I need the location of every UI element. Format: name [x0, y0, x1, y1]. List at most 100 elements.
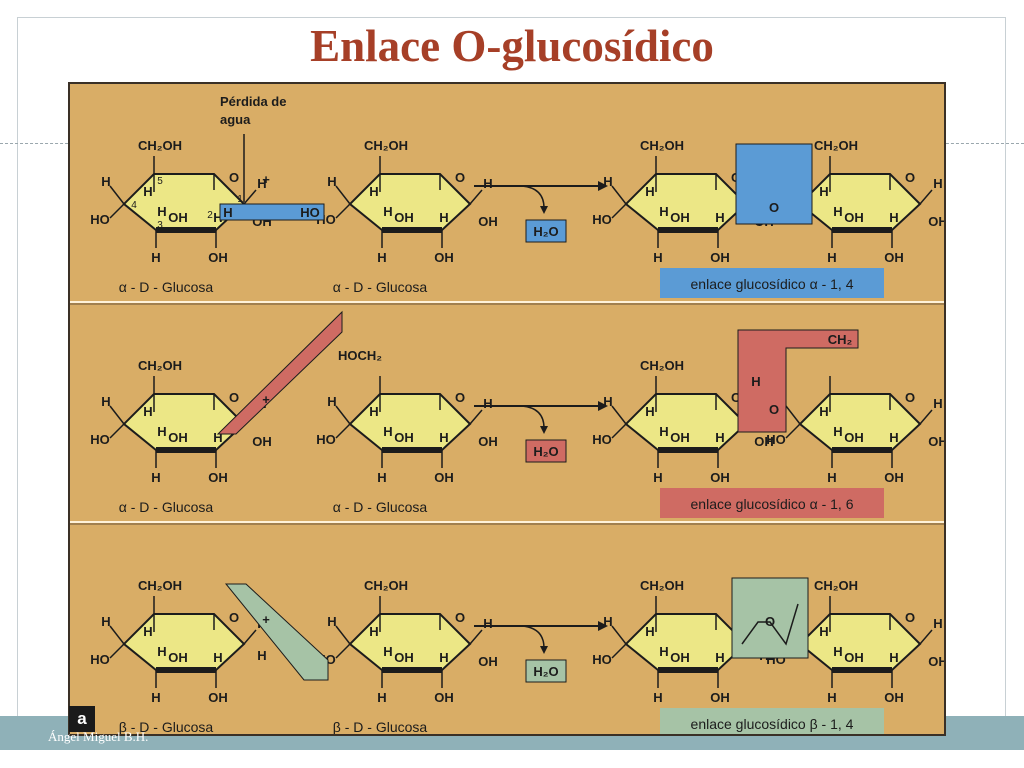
atom-label: H	[603, 394, 612, 409]
atom-label: OH	[884, 250, 904, 265]
atom-label: H	[653, 470, 662, 485]
atom-label: H	[223, 205, 232, 220]
water-curved-arrow	[521, 625, 545, 649]
reaction-arrow-head	[598, 621, 608, 631]
water-loss-highlight	[216, 310, 343, 435]
atom-label: H	[151, 690, 160, 705]
atom-label: H	[645, 404, 654, 419]
carbon-number: 3	[157, 220, 163, 231]
bridge-oxygen-label: O	[765, 614, 775, 629]
water-box	[525, 439, 567, 463]
water-arrow-head	[540, 206, 548, 214]
atom-label: H	[819, 404, 828, 419]
bond-line	[335, 643, 351, 659]
atom-label: H	[327, 614, 336, 629]
atom-label: OH	[478, 214, 498, 229]
atom-label: OH	[710, 690, 730, 705]
carbon-number: 5	[157, 176, 163, 187]
hoch2-label: HOCH₂	[338, 348, 382, 363]
atom-label: H	[833, 204, 842, 219]
atom-label: OH	[478, 654, 498, 669]
bond-label-box	[660, 488, 884, 518]
atom-label: OH	[928, 214, 944, 229]
atom-label: H	[889, 430, 898, 445]
water-arrow-head	[540, 646, 548, 654]
bond-line	[919, 629, 933, 645]
water-loss-highlight	[219, 203, 325, 221]
water-label: H₂O	[533, 664, 558, 679]
water-loss-highlight	[224, 583, 329, 681]
atom-label: H	[833, 424, 842, 439]
bond-label: enlace glucosídico β - 1, 4	[691, 716, 854, 732]
glycosidic-bond-box	[731, 577, 809, 659]
water-box	[525, 219, 567, 243]
ch2oh-label: CH₂OH	[640, 578, 684, 593]
atom-label: H	[933, 176, 942, 191]
water-curved-arrow	[521, 185, 545, 209]
atom-label: H	[889, 650, 898, 665]
atom-label: H	[257, 176, 266, 191]
bond-label-box	[660, 268, 884, 298]
bond-label-box	[660, 708, 884, 738]
atom-label: H	[327, 174, 336, 189]
bond-line	[243, 629, 257, 645]
atom-label: OH	[710, 250, 730, 265]
frame-right-line	[1005, 17, 1006, 737]
atom-label: HO	[766, 432, 786, 447]
bond-line	[335, 625, 351, 645]
atom-label: H	[257, 648, 266, 663]
bridge-oxygen-label: O	[769, 402, 779, 417]
atom-label: H	[603, 614, 612, 629]
bond-line	[335, 405, 351, 425]
atom-label: OH	[928, 434, 944, 449]
atom-label: OH	[884, 470, 904, 485]
atom-label: H	[653, 250, 662, 265]
plus-sign: +	[262, 612, 270, 627]
atom-label: H	[645, 184, 654, 199]
bond-line	[109, 203, 125, 219]
atom-label: H	[715, 430, 724, 445]
atom-label: H	[151, 470, 160, 485]
bond-line	[335, 423, 351, 439]
atom-label: H	[659, 424, 668, 439]
atom-label: OH	[884, 690, 904, 705]
bridge-oxygen-label: O	[769, 200, 779, 215]
atom-label: OH	[394, 210, 414, 225]
atom-label: H	[483, 616, 492, 631]
reaction-arrow-head	[598, 401, 608, 411]
atom-label: H	[827, 250, 836, 265]
atom-label: HO	[90, 432, 110, 447]
atom-label: H	[483, 176, 492, 191]
reaction-arrow-head	[598, 181, 608, 191]
atom-label: OH	[754, 434, 774, 449]
bond-line	[785, 423, 801, 439]
atom-label: HO	[592, 432, 612, 447]
ch2oh-label: CH₂OH	[364, 138, 408, 153]
atom-label: H	[645, 624, 654, 639]
frame-top-line	[17, 17, 1006, 18]
ring-oxygen-label: O	[905, 610, 915, 625]
atom-label: H	[327, 394, 336, 409]
atom-label: OH	[252, 434, 272, 449]
plus-sign: +	[262, 172, 270, 187]
bridge-zigzag	[741, 603, 799, 646]
atom-label: H	[653, 690, 662, 705]
frame-left-line	[17, 17, 18, 737]
atom-label: OH	[208, 690, 228, 705]
atom-label: H	[827, 690, 836, 705]
ch2oh-label: CH₂OH	[138, 138, 182, 153]
atom-label: OH	[168, 650, 188, 665]
atom-label: H	[383, 204, 392, 219]
bond-line	[919, 409, 933, 425]
ring-oxygen-label: O	[905, 170, 915, 185]
bond-line	[919, 189, 933, 205]
bond-line	[109, 185, 125, 205]
atom-label: H	[833, 644, 842, 659]
bond-label: enlace glucosídico α - 1, 6	[691, 496, 854, 512]
water-curved-arrow	[521, 405, 545, 429]
atom-label: OH	[928, 654, 944, 669]
carbon-number: 2	[207, 210, 213, 221]
ring-oxygen-label: O	[229, 610, 239, 625]
ring-oxygen-label: O	[905, 390, 915, 405]
atom-label: H	[143, 184, 152, 199]
